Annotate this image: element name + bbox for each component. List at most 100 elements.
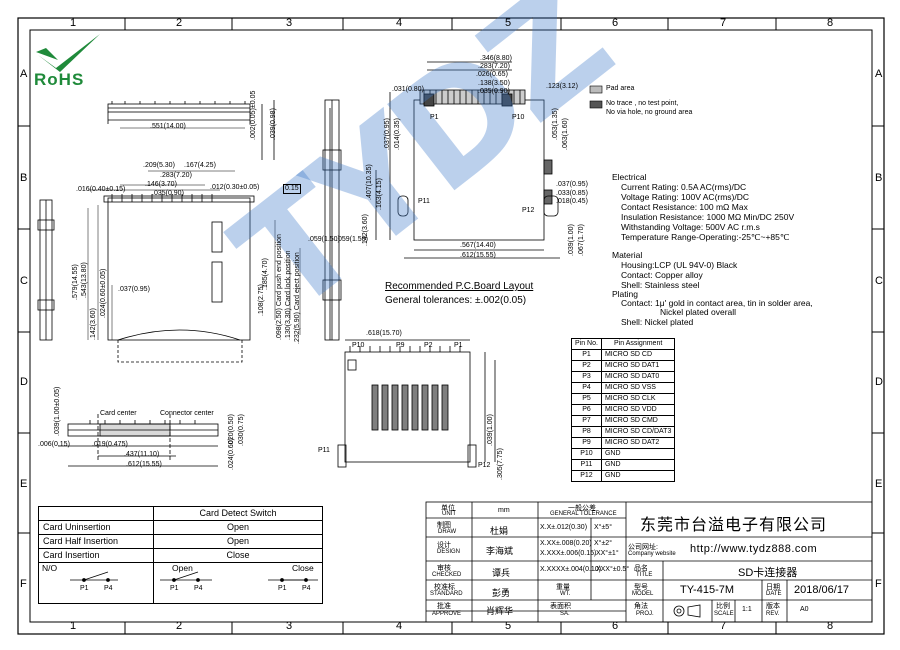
dim-002: .002(0.05)±0.05	[250, 90, 257, 140]
tb-product-name: SD卡连接器	[738, 567, 798, 579]
switch-state-cell: Open	[153, 520, 323, 535]
spec-withstanding: Withstanding Voltage: 500V AC r.m.s	[621, 222, 760, 232]
tb-draw-cn: 制图	[437, 522, 451, 529]
tb-unit-value: mm	[498, 507, 510, 514]
tb-ang-2: X°±2°	[594, 540, 613, 547]
spec-shell-plating: Shell: Nickel plated	[621, 317, 694, 327]
spec-plating-heading: Plating	[612, 289, 638, 299]
pin-assignment-cell: MICRO SD DAT0	[600, 371, 676, 383]
pin-no-cell: P4	[571, 382, 602, 394]
tb-scale-en: SCALE	[714, 611, 734, 617]
switch-state-cell: Open	[153, 534, 323, 549]
tb-standard-name: 彭勇	[492, 588, 511, 598]
row-label-a-right: A	[875, 68, 883, 80]
col-label-2: 2	[176, 17, 183, 29]
row-label-b: B	[20, 172, 28, 184]
pin-no-cell: P8	[571, 426, 602, 438]
pcb-pin-p12: P12	[522, 207, 535, 214]
row-label-c-right: C	[875, 275, 883, 287]
tb-name-en: TITLE	[636, 572, 653, 578]
pin-no-cell: P12	[571, 470, 602, 482]
legend-no-trace-2: No via hole, no ground area	[606, 109, 693, 116]
pin-no-cell: P3	[571, 371, 602, 383]
card-detect-title: Card Detect Switch	[153, 506, 323, 521]
col-label-4-bottom: 4	[396, 620, 403, 632]
dim-006: .006(0.15)	[38, 441, 70, 448]
tb-approve-cn: 批准	[437, 603, 451, 610]
pin-assignment-cell: GND	[600, 448, 676, 460]
dim-232: .232(5.90) Card eject position	[294, 252, 301, 344]
pin-no-cell: P5	[571, 393, 602, 405]
connector-center-label: Connector center	[160, 410, 214, 417]
pcb-dim-138: .138(3.50)	[478, 80, 510, 87]
spec-contact-material: Contact: Copper alloy	[621, 270, 703, 280]
pcb-layout-view	[375, 61, 560, 259]
col-label-8-bottom: 8	[827, 620, 834, 632]
row-label-d-right: D	[875, 376, 883, 388]
spec-insulation: Insulation Resistance: 1000 MΩ Min/DC 25…	[621, 212, 795, 222]
tb-standard-en: STANDARD	[430, 591, 463, 597]
pcb-dim-407: .407(10.35)	[366, 164, 373, 200]
tb-proj-en: PROJ.	[636, 611, 654, 617]
tb-model: TY-415-7M	[680, 584, 735, 596]
tb-checked-en: CHECKED	[432, 572, 462, 578]
pin-no-cell: P2	[571, 360, 602, 372]
switch-no-label: N/O	[42, 563, 58, 573]
switch-p1-label: P1	[278, 585, 287, 592]
tb-approve-en: APPROVE	[432, 611, 462, 617]
pcb-dim-026: .026(0.65)	[476, 71, 508, 78]
pcb-layout-tolerance: General tolerances: ±.002(0.05)	[385, 295, 527, 306]
pin-assignment-cell: MICRO SD VDD	[600, 404, 676, 416]
row-label-a: A	[20, 68, 28, 80]
pin-no-cell: P7	[571, 415, 602, 427]
tb-draw-name: 杜娟	[490, 526, 509, 536]
tb-date-en: DATE	[766, 591, 782, 597]
col-label-5: 5	[505, 17, 512, 29]
front-pin-p9: P9	[396, 342, 405, 349]
dim-019: .019(0.475)	[92, 441, 128, 448]
spec-temperature: Temperature Range-Operating:-25℃~+85℃	[621, 232, 790, 242]
legend-pad-area: Pad area	[606, 85, 635, 92]
rohs-logo-text: RoHS	[34, 70, 85, 89]
col-label-8: 8	[827, 17, 834, 29]
card-state-cell: Card Uninsertion	[38, 520, 154, 535]
pcb-dim-053: .053(1.35)	[552, 108, 559, 140]
front-pin-p1: P1	[454, 342, 463, 349]
spec-contact-plating-1: Contact: 1μ' gold in contact area, tin i…	[621, 298, 813, 308]
pin-no-cell: P6	[571, 404, 602, 416]
tb-ang-4: .XXX°±0.5°	[594, 566, 630, 573]
tb-unit-en: UNIT	[442, 511, 456, 517]
pcb-dim-163: .163(4.15)	[376, 178, 383, 210]
front-dim-039: .039(1.00)	[487, 414, 494, 446]
col-label-3-bottom: 3	[286, 620, 293, 632]
switch-p4-label: P4	[302, 585, 311, 592]
table-row	[38, 562, 323, 604]
pcb-dim-039: .039(1.00)	[568, 224, 575, 256]
col-label-7-bottom: 7	[720, 620, 727, 632]
pin-assignment-cell: MICRO SD DAT1	[600, 360, 676, 372]
tb-scale: 1:1	[742, 606, 752, 613]
dim-167: .167(4.25)	[184, 162, 216, 169]
tb-rev: A0	[800, 606, 809, 613]
switch-p1-label: P1	[80, 585, 89, 592]
col-label-2-bottom: 2	[176, 620, 183, 632]
switch-p4-label: P4	[194, 585, 203, 592]
pin-assignment-cell: GND	[600, 459, 676, 471]
pin-assignment-cell: MICRO SD CMD	[600, 415, 676, 427]
dim-024: .024(0.60±0.05)	[100, 268, 107, 318]
card-state-cell: Card Insertion	[38, 548, 154, 563]
title-block-frame	[425, 501, 873, 623]
switch-p4-label: P4	[104, 585, 113, 592]
spec-electrical-heading: Electrical	[612, 172, 647, 182]
col-label-1-bottom: 1	[70, 620, 77, 632]
row-label-d: D	[20, 376, 28, 388]
tb-model-en: MODEL	[632, 591, 654, 597]
pcb-pin-p10: P10	[512, 114, 525, 121]
